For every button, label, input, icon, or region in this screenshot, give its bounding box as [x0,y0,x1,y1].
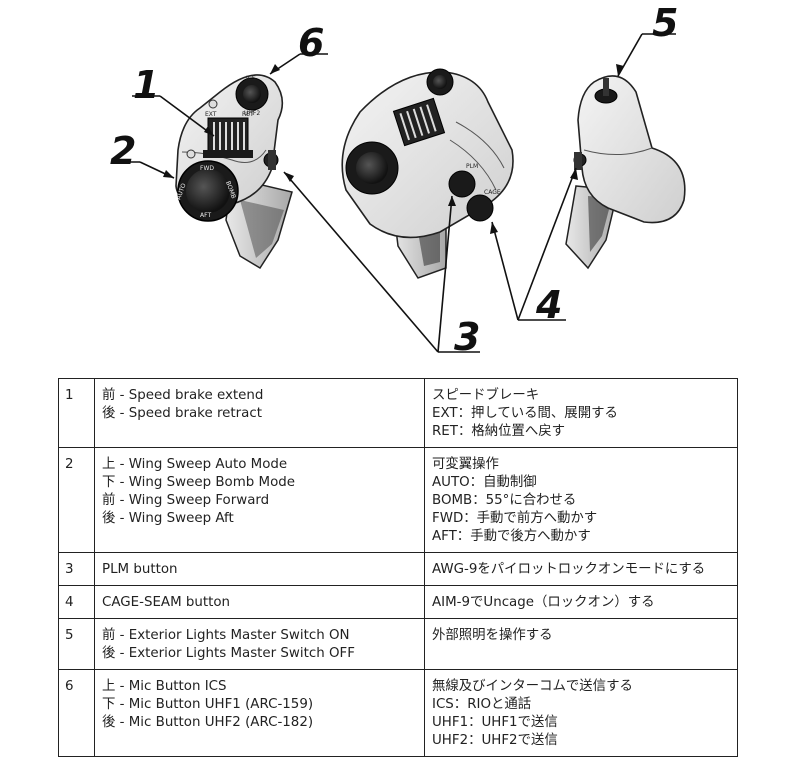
description-line: 可変翼操作 [432,457,499,472]
control-function-cell: 上 - Mic Button ICS 下 - Mic Button UHF1 (A… [94,669,425,757]
row-number: 2 [58,447,95,553]
aft-label: AFT [200,212,211,219]
plm-label: PLM [466,163,478,170]
row-number: 6 [58,669,95,757]
ics-label: ICS [246,75,256,82]
function-line: 下 - Wing Sweep Bomb Mode [102,475,295,490]
description-line: BOMB：55°に合わせる [432,493,577,508]
arrowheads [163,64,624,234]
plm-button [448,170,476,198]
middle-view: PLM CAGE [341,68,514,279]
callout-4: 4 [535,283,562,327]
callout-6: 6 [298,21,324,65]
description-cell: AWG-9をパイロットロックオンモードにする [424,552,738,586]
row-number: 3 [58,552,95,586]
description-line: EXT：押している間、展開する [432,406,618,421]
function-line: 後 - Wing Sweep Aft [102,511,234,526]
table-row: 4 CAGE-SEAM button AIM-9でUncage（ロックオン）する [58,585,738,619]
description-line: UHF2：UHF2で送信 [432,733,558,748]
description-line: AWG-9をパイロットロックオンモードにする [432,562,706,577]
description-cell: 外部照明を操作する [424,618,738,670]
function-line: 上 - Wing Sweep Auto Mode [102,457,288,472]
row-number: 4 [58,585,95,619]
table-row: 1 前 - Speed brake extend 後 - Speed brake r… [58,378,738,448]
description-cell: 可変翼操作 AUTO：自動制御 BOMB：55°に合わせる FWD：手動で前方へ動かす… [424,447,738,553]
description-line: AUTO：自動制御 [432,475,537,490]
ret-label: RET [242,111,254,118]
callout-3: 3 [454,315,480,359]
description-cell: AIM-9でUncage（ロックオン）する [424,585,738,619]
callout-1: 1 [133,63,159,107]
row-number: 1 [58,378,95,448]
right-view [565,75,686,270]
callout-5: 5 [652,1,678,45]
table-row: 3 PLM button AWG-9をパイロットロックオンモードにする [58,552,738,586]
description-line: ICS：RIOと通話 [432,697,532,712]
description-line: 外部照明を操作する [432,628,553,643]
description-line: AIM-9でUncage（ロックオン）する [432,595,655,610]
function-line: 前 - Speed brake extend [102,388,264,403]
function-line: 後 - Speed brake retract [102,406,262,421]
table-row: 2 上 - Wing Sweep Auto Mode 下 - Wing Sweep … [58,447,738,553]
function-line: 上 - Mic Button ICS [102,679,227,694]
control-function-cell: CAGE-SEAM button [94,585,425,619]
control-description-table: 1 前 - Speed brake extend 後 - Speed brake r… [58,378,738,757]
control-function-cell: 前 - Exterior Lights Master Switch ON 後 - … [94,618,425,670]
description-line: RET：格納位置へ戻す [432,424,566,439]
control-function-cell: PLM button [94,552,425,586]
throttle-grip-illustration: AUTO BOMB FWD AFT EXT RET ICS UHF2 [110,1,686,359]
function-line: 後 - Exterior Lights Master Switch OFF [102,646,355,661]
description-line: FWD：手動で前方へ動かす [432,511,598,526]
description-line: AFT：手動で後方へ動かす [432,529,591,544]
table-row: 5 前 - Exterior Lights Master Switch ON 後 -… [58,618,738,670]
control-function-cell: 上 - Wing Sweep Auto Mode 下 - Wing Sweep B… [94,447,425,553]
function-line: 下 - Mic Button UHF1 (ARC-159) [102,697,314,712]
cage-label: CAGE [484,189,501,196]
cage-seam-button [466,194,494,222]
description-cell: スピードブレーキ EXT：押している間、展開する RET：格納位置へ戻す [424,378,738,448]
ext-label: EXT [205,111,217,118]
description-cell: 無線及びインターコムで送信する ICS：RIOと通話 UHF1：UHF1で送信 UHF… [424,669,738,757]
function-line: 前 - Wing Sweep Forward [102,493,270,508]
row-number: 5 [58,618,95,670]
uhf2-label: UHF2 [244,110,260,117]
function-line: 前 - Exterior Lights Master Switch ON [102,628,350,643]
description-line: UHF1：UHF1で送信 [432,715,558,730]
function-line: CAGE-SEAM button [102,595,231,610]
callout-2: 2 [110,129,136,173]
table-row: 6 上 - Mic Button ICS 下 - Mic Button UHF1 (… [58,669,738,757]
function-line: PLM button [102,562,178,577]
description-line: 無線及びインターコムで送信する [432,679,633,694]
fwd-label: FWD [200,165,214,172]
function-line: 後 - Mic Button UHF2 (ARC-182) [102,715,314,730]
left-view: AUTO BOMB FWD AFT EXT RET ICS UHF2 [175,74,293,270]
description-line: スピードブレーキ [432,388,540,403]
control-function-cell: 前 - Speed brake extend 後 - Speed brake re… [94,378,425,448]
